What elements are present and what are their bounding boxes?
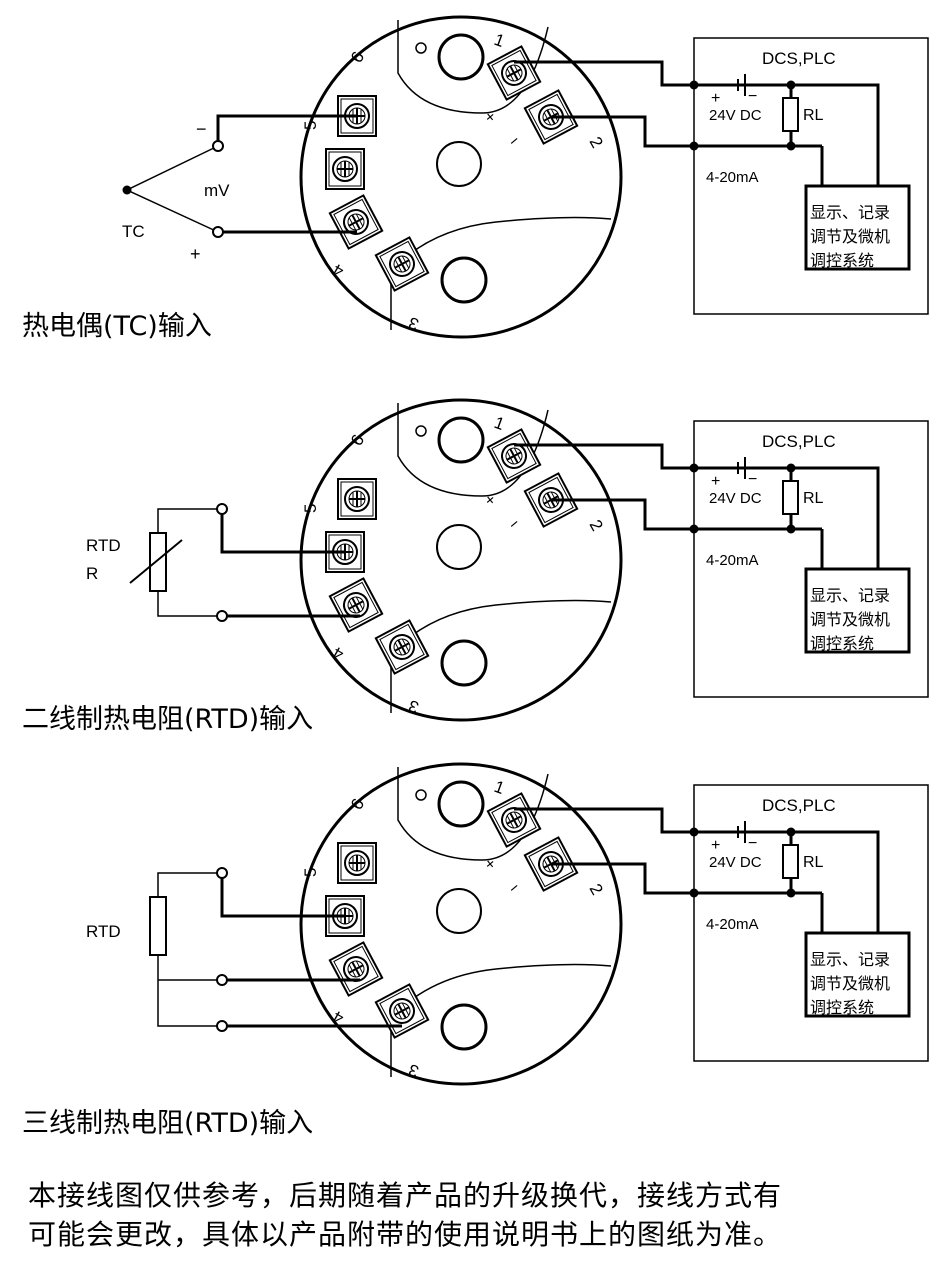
terminal-5-label: 5 (301, 868, 320, 877)
rl-to-system-wire (791, 83, 880, 186)
indicator-dot (415, 42, 427, 54)
terminal-5-label: 5 (301, 121, 320, 130)
terminal-5-label: 5 (301, 504, 320, 513)
control-system-box (804, 931, 911, 1018)
rtd-lead-bottom (157, 591, 222, 617)
dcs-plc-box (693, 420, 929, 698)
indicator-dot (415, 789, 427, 801)
rtd-label: RTD (86, 536, 121, 555)
control-system-label-1: 显示、记录 (810, 951, 890, 969)
rtd3-resistor (149, 896, 167, 956)
current-signal-label: 4-20mA (706, 916, 759, 933)
supply-voltage-label: 24V DC (709, 107, 762, 124)
rtd-terminal-a (216, 503, 228, 515)
control-system-box (804, 184, 911, 271)
note-line-1: 本接线图仅供参考，后期随着产品的升级换代，接线方式有 (28, 1179, 783, 1212)
control-system-label-3: 调控系统 (810, 635, 874, 653)
center-hole (436, 524, 482, 570)
rl-to-system-wire (791, 466, 880, 569)
tc-junction (122, 185, 132, 195)
supply-voltage-label: 24V DC (709, 490, 762, 507)
control-system-label-1: 显示、记录 (810, 204, 890, 222)
top-mount-hole (437, 33, 485, 81)
rtd-lead-top (157, 508, 222, 533)
battery-minus-label: − (748, 88, 757, 105)
bottom-mount-hole (440, 256, 488, 304)
bottom-mount-hole (440, 1003, 488, 1051)
loop-wire-minus (551, 498, 822, 531)
tc-lead-minus (126, 145, 219, 191)
control-system-label-3: 调控系统 (810, 252, 874, 270)
tc-label: TC (122, 222, 145, 241)
indicator-dot (415, 425, 427, 437)
tc-terminal-minus (212, 140, 224, 152)
dcs-plc-box (693, 37, 929, 315)
control-system-box (804, 567, 911, 654)
control-system-label-3: 调控系统 (810, 999, 874, 1017)
tc-mv-label: mV (204, 181, 230, 200)
rtd3-terminal-c (216, 1020, 228, 1032)
rtd3-terminal-a (216, 867, 228, 879)
tc-plus-label: + (190, 244, 201, 264)
rtd-resistor (149, 532, 167, 592)
loop-wire-minus (551, 862, 822, 895)
battery-plus-label: + (711, 473, 720, 490)
tc-minus-label: − (196, 119, 207, 139)
rtd3-lead-top (157, 872, 222, 897)
dcs-plc-label: DCS,PLC (762, 432, 836, 451)
rtd3-wire-a (220, 873, 345, 918)
loop-wire-plus (514, 60, 745, 87)
battery-minus-label: − (748, 835, 757, 852)
rtd3-label: RTD (86, 922, 121, 941)
caption-tc: 热电偶(TC)输入 (22, 311, 212, 342)
note-line-2: 可能会更改，具体以产品附带的使用说明书上的图纸为准。 (28, 1218, 783, 1251)
battery-plus-label: + (711, 90, 720, 107)
current-signal-label: 4-20mA (706, 169, 759, 186)
dcs-plc-label: DCS,PLC (762, 796, 836, 815)
loop-wire-minus (551, 115, 822, 148)
dcs-plc-box (693, 784, 929, 1062)
center-hole (436, 141, 482, 187)
terminal-center-screw (325, 148, 365, 190)
terminal-5-screw (337, 842, 377, 884)
battery-plus-label: + (711, 837, 720, 854)
control-system-label-1: 显示、记录 (810, 587, 890, 605)
rtd-variable-arrow (129, 539, 183, 584)
current-signal-label: 4-20mA (706, 552, 759, 569)
rtd-wire-a (220, 509, 345, 554)
supply-voltage-label: 24V DC (709, 854, 762, 871)
caption-rtd-3wire: 三线制热电阻(RTD)输入 (22, 1108, 314, 1139)
dcs-plc-label: DCS,PLC (762, 49, 836, 68)
control-system-label-2: 调节及微机 (810, 228, 890, 246)
load-resistor (782, 480, 799, 515)
load-resistor-label: RL (803, 854, 824, 871)
load-resistor (782, 844, 799, 879)
top-mount-hole (437, 780, 485, 828)
battery-minus-label: − (748, 471, 757, 488)
caption-rtd-2wire: 二线制热电阻(RTD)输入 (22, 704, 314, 735)
control-system-label-2: 调节及微机 (810, 975, 890, 993)
load-resistor-label: RL (803, 107, 824, 124)
bottom-mount-hole (440, 639, 488, 687)
rtd3-lead-bottom (157, 955, 222, 1027)
load-resistor-label: RL (803, 490, 824, 507)
control-system-label-2: 调节及微机 (810, 611, 890, 629)
rtd3-terminal-b (216, 974, 228, 986)
load-resistor (782, 97, 799, 132)
terminal-5-screw (337, 478, 377, 520)
rtd-terminal-b (216, 610, 228, 622)
top-mount-hole (437, 416, 485, 464)
rtd-r-label: R (86, 564, 98, 583)
tc-wire-minus (216, 114, 357, 146)
tc-terminal-plus (212, 226, 224, 238)
tc-lead-plus (126, 189, 219, 233)
center-hole (436, 888, 482, 934)
loop-wire-plus (514, 807, 745, 834)
rl-to-system-wire (791, 830, 880, 933)
loop-wire-plus (514, 443, 745, 470)
